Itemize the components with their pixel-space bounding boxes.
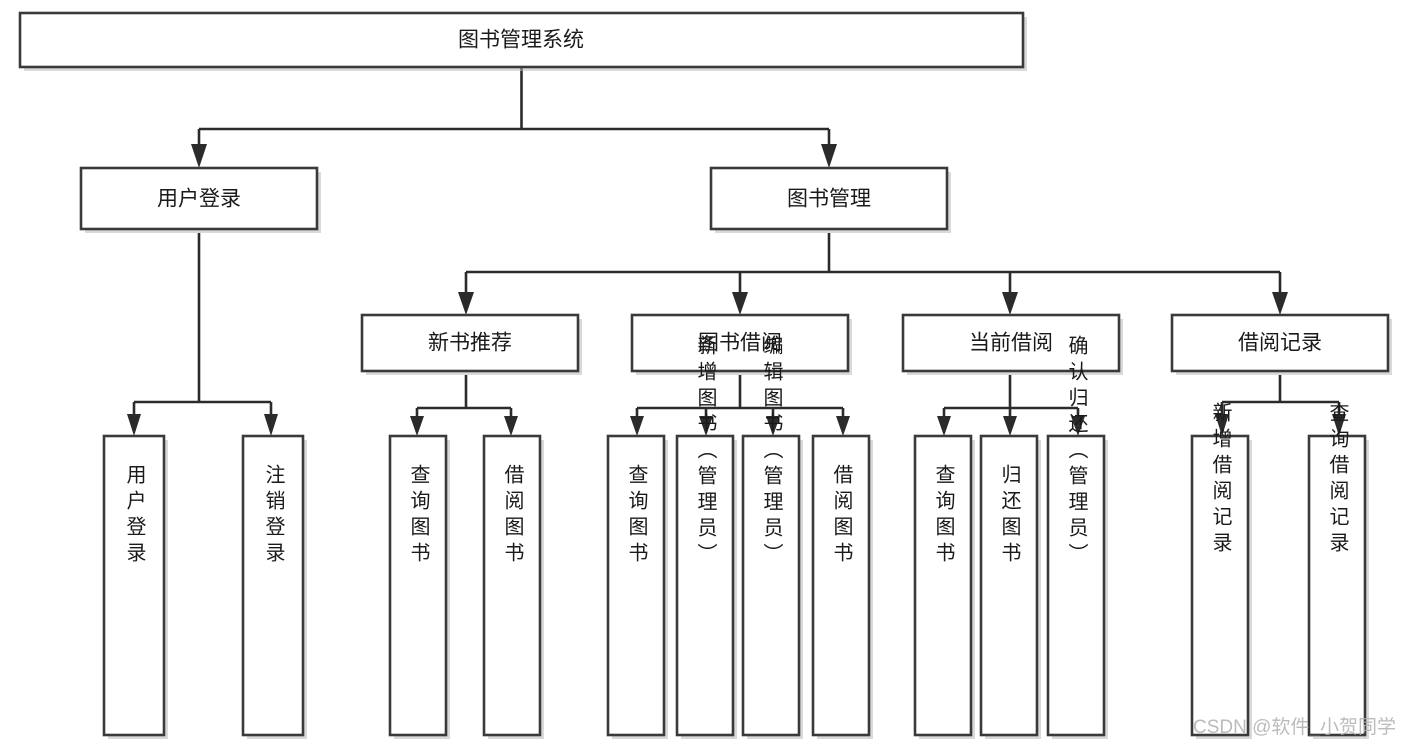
arrowhead-bookborrow-leaf3 bbox=[766, 416, 780, 436]
leaf-node-user-login-signin[interactable]: 用户登录 bbox=[102, 434, 168, 739]
leaf-node-currentborrow-query[interactable]: 查询图书 bbox=[913, 434, 975, 739]
leaf-currentborrow-return-label: 归还图书 bbox=[998, 464, 1021, 568]
connector-group-borrowrecord-to-leaves bbox=[1215, 375, 1346, 436]
arrowhead-bookborrow-leaf2 bbox=[699, 416, 713, 436]
arrowhead-bookborrow-leaf4 bbox=[836, 416, 850, 436]
leaf-newbook-borrow-label: 借阅图书 bbox=[501, 464, 524, 568]
leaf-user-login-signout-label: 注销登录 bbox=[262, 464, 285, 568]
arrowhead-user-login bbox=[191, 144, 207, 168]
node-book-management-rect bbox=[709, 166, 949, 231]
node-borrow-record-rect bbox=[1170, 313, 1390, 373]
node-borrow-record[interactable]: 借阅记录 bbox=[1170, 313, 1392, 375]
leaf-borrowrecord-add-rect bbox=[1190, 434, 1250, 737]
leaf-currentborrow-confirm-rect bbox=[1046, 434, 1106, 737]
leaf-node-bookborrow-edit[interactable]: 编辑图书（管理员） bbox=[741, 335, 803, 739]
leaf-newbook-query-label: 查询图书 bbox=[407, 464, 430, 568]
arrowhead-bookborrow-leaf1 bbox=[630, 416, 644, 436]
node-current-borrow[interactable]: 当前借阅 bbox=[901, 313, 1123, 375]
leaf-node-borrowrecord-add[interactable]: 新增借阅记录 bbox=[1190, 402, 1252, 739]
arrowhead-userlogin-leaf2 bbox=[264, 414, 278, 436]
arrowhead-currentborrow-leaf1 bbox=[937, 416, 951, 436]
leaf-node-newbook-query[interactable]: 查询图书 bbox=[388, 434, 450, 739]
node-book-management[interactable]: 图书管理 bbox=[709, 166, 951, 233]
leaf-user-login-signout-rect bbox=[241, 434, 305, 737]
leaf-newbook-borrow-rect bbox=[482, 434, 542, 737]
leaf-bookborrow-add-label: 新增图书（管理员） bbox=[694, 335, 717, 569]
node-user-login-label: 用户登录 bbox=[157, 188, 241, 211]
leaf-bookborrow-query-label: 查询图书 bbox=[625, 464, 648, 568]
node-root[interactable]: 图书管理系统 bbox=[18, 11, 1027, 71]
node-book-borrow[interactable]: 图书借阅 bbox=[630, 313, 852, 375]
node-root-label: 图书管理系统 bbox=[458, 29, 584, 52]
arrowhead-currentborrow-leaf2 bbox=[1003, 416, 1017, 436]
node-user-login-rect bbox=[79, 166, 319, 231]
node-current-borrow-label: 当前借阅 bbox=[969, 332, 1053, 355]
leaf-node-bookborrow-query[interactable]: 查询图书 bbox=[606, 434, 668, 739]
connector-group-newbook-to-leaves bbox=[410, 375, 518, 436]
arrowhead-newbook-leaf2 bbox=[504, 416, 518, 436]
leaf-bookborrow-borrow-label: 借阅图书 bbox=[830, 464, 853, 568]
leaf-bookborrow-edit-label: 编辑图书（管理员） bbox=[760, 335, 783, 569]
leaf-node-bookborrow-borrow[interactable]: 借阅图书 bbox=[811, 434, 873, 739]
leaf-node-borrowrecord-query[interactable]: 查询借阅记录 bbox=[1307, 402, 1369, 739]
leaf-borrowrecord-query-rect bbox=[1307, 434, 1367, 737]
node-current-borrow-rect bbox=[901, 313, 1121, 373]
connector-group-bookmgmt-to-level3 bbox=[458, 233, 1288, 315]
leaf-user-login-signin-label: 用户登录 bbox=[123, 464, 146, 568]
node-borrow-record-label: 借阅记录 bbox=[1238, 332, 1322, 355]
leaf-bookborrow-add-rect bbox=[675, 434, 735, 737]
leaf-node-user-login-signout[interactable]: 注销登录 bbox=[241, 434, 307, 739]
arrowhead-bookborrow bbox=[732, 292, 748, 315]
connector-group-root-to-level2 bbox=[191, 67, 837, 168]
arrowhead-userlogin-leaf1 bbox=[127, 414, 141, 436]
arrowhead-newbook-leaf1 bbox=[410, 416, 424, 436]
watermark: CSDN @软件_小贺同学 bbox=[1193, 716, 1396, 738]
arrowhead-book-mgmt bbox=[821, 144, 837, 168]
node-new-book-recommend-label: 新书推荐 bbox=[428, 332, 512, 355]
leaf-bookborrow-query-rect bbox=[606, 434, 666, 737]
arrowhead-currentborrow-leaf3 bbox=[1071, 416, 1085, 436]
leaf-currentborrow-return-rect bbox=[979, 434, 1039, 737]
leaf-node-currentborrow-return[interactable]: 归还图书 bbox=[979, 434, 1041, 739]
node-new-book-recommend-rect bbox=[360, 313, 580, 373]
arrowhead-borrowrecord-leaf1 bbox=[1215, 414, 1229, 436]
leaf-currentborrow-confirm-label: 确认归还（管理员） bbox=[1065, 335, 1088, 569]
leaf-currentborrow-query-label: 查询图书 bbox=[932, 464, 955, 568]
arrowhead-borrowrecord-leaf2 bbox=[1332, 414, 1346, 436]
node-book-borrow-label: 图书借阅 bbox=[698, 332, 782, 355]
leaf-borrowrecord-add-label: 新增借阅记录 bbox=[1209, 402, 1232, 558]
leaf-node-currentborrow-confirm[interactable]: 确认归还（管理员） bbox=[1046, 335, 1108, 739]
connector-group-currentborrow-to-leaves bbox=[937, 375, 1085, 436]
leaf-bookborrow-borrow-rect bbox=[811, 434, 871, 737]
leaf-node-bookborrow-add[interactable]: 新增图书（管理员） bbox=[675, 335, 737, 739]
arrowhead-borrowrecord bbox=[1272, 292, 1288, 315]
node-root-rect bbox=[18, 11, 1025, 69]
arrowhead-currentborrow bbox=[1002, 292, 1018, 315]
arrowhead-newbook bbox=[458, 292, 474, 315]
node-book-management-label: 图书管理 bbox=[787, 188, 871, 211]
leaf-node-newbook-borrow[interactable]: 借阅图书 bbox=[482, 434, 544, 739]
leaf-borrowrecord-query-label: 查询借阅记录 bbox=[1326, 402, 1349, 558]
connector-group-userlogin-to-leaves bbox=[127, 233, 278, 436]
leaf-user-login-signin-rect bbox=[102, 434, 166, 737]
node-book-borrow-rect bbox=[630, 313, 850, 373]
node-user-login[interactable]: 用户登录 bbox=[79, 166, 321, 233]
node-new-book-recommend[interactable]: 新书推荐 bbox=[360, 313, 582, 375]
connector-group-bookborrow-to-leaves bbox=[630, 375, 850, 436]
leaf-newbook-query-rect bbox=[388, 434, 448, 737]
leaf-bookborrow-edit-rect bbox=[741, 434, 801, 737]
leaf-currentborrow-query-rect bbox=[913, 434, 973, 737]
